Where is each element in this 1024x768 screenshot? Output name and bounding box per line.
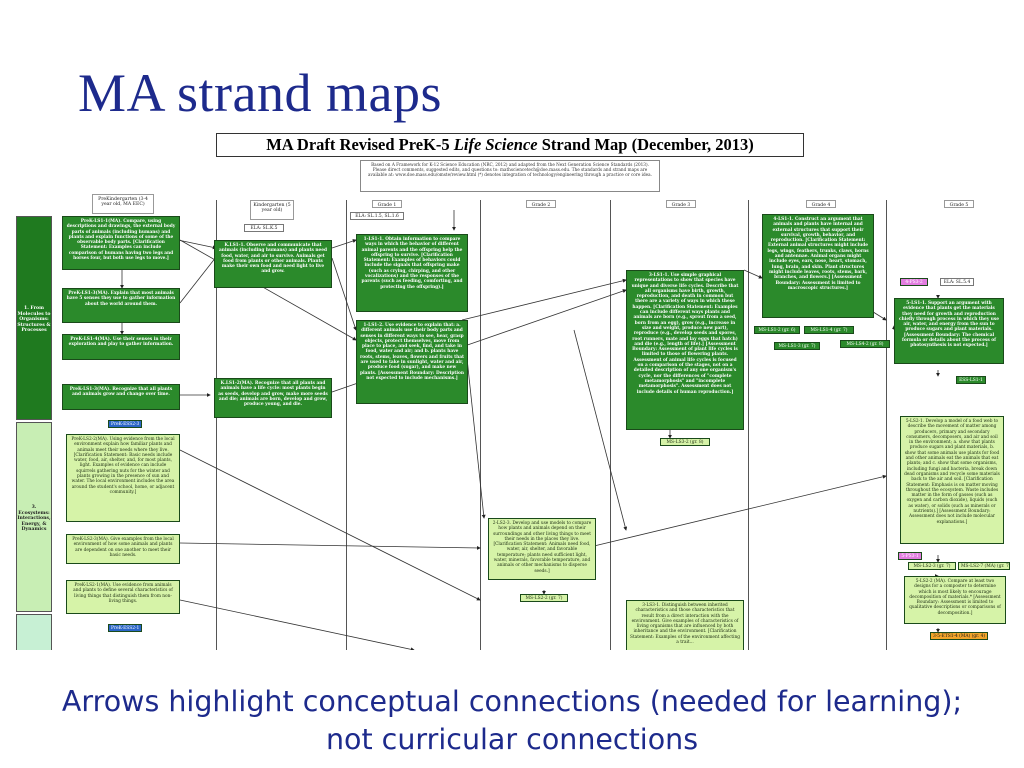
- column-label-g3: Grade 3: [666, 200, 696, 208]
- map-title-post: Strand Map (December, 2013): [537, 135, 754, 154]
- strand-label-1: 1. From Molecules to Organisms: Structur…: [16, 216, 52, 420]
- tag-ess-ls1-1: ESS-LS1-1: [956, 376, 986, 384]
- tag-5-ps3-1: 5-PS3-1: [898, 552, 922, 560]
- tag-prek-ess2-1: PreK-ESS2-1: [108, 624, 142, 632]
- column-label-prek: PreKindergarten (3-4 year old, MA EEC): [92, 194, 154, 214]
- column-divider: [610, 200, 611, 650]
- box-2-ls2-3: 2-LS2-3. Develop and use models to compa…: [488, 518, 596, 580]
- box-1-ls1-1: 1-LS1-1. Obtain information to compare w…: [356, 234, 468, 312]
- tag-3-5-ets1-4: 3-5-ETS1-4 (MA) (gr. 4): [930, 632, 988, 640]
- column-divider: [216, 200, 217, 650]
- arrow: [331, 239, 357, 249]
- box-4-ls1-1: 4-LS1-1. Construct an argument that anim…: [762, 214, 874, 318]
- arrow: [179, 449, 481, 601]
- column-label-g2: Grade 2: [526, 200, 556, 208]
- column-divider: [480, 200, 481, 650]
- box-3-ls3-1: 3-LS3-1. Distinguish between inherited c…: [626, 600, 744, 650]
- strand-label-3: 3. Ecosystems: Interactions, Energy, & D…: [16, 422, 52, 612]
- tag-ela-5: ELA: SL.5.4: [940, 278, 974, 286]
- arrow: [593, 474, 887, 547]
- arrow: [743, 269, 763, 279]
- column-divider: [748, 200, 749, 650]
- column-label-g1: Grade 1: [372, 200, 402, 208]
- box-prek-ls2-1: PreK-LS2-1(MA). Use evidence from animal…: [66, 580, 180, 614]
- column-label-g5: Grade 5: [944, 200, 974, 208]
- box-prek-ls1-4: PreK-LS1-4(MA). Use their senses in thei…: [62, 334, 180, 360]
- box-prek-ls1-3-growth: PreK-LS1-3(MA). Recognize that all plant…: [62, 384, 180, 410]
- tag-ms-ls2-2: MS-LS2-2 (gr. 7): [520, 594, 568, 602]
- column-divider: [886, 200, 887, 650]
- slide-title: MA strand maps: [78, 63, 442, 123]
- box-prek-ls1-1: PreK-LS1-1(MA). Compare, using descripti…: [62, 216, 180, 270]
- arrow: [331, 257, 357, 331]
- tag-ms-ls3-2: MS-LS3-2 (gr. 8): [660, 438, 710, 446]
- box-prek-ls1-3: PreK-LS1-3(MA). Explain that most animal…: [62, 288, 180, 323]
- map-intro: Based on A Framework for K-12 Science Ed…: [360, 160, 660, 192]
- map-title-italic: Life Science: [453, 135, 538, 154]
- box-3-ls1-1: 3-LS1-1. Use simple graphical representa…: [626, 270, 744, 430]
- box-prek-ls2-2: PreK-LS2-2(MA). Using evidence from the …: [66, 434, 180, 522]
- arrow: [179, 542, 481, 550]
- box-k-ls1-2: K.LS1-2(MA). Recognize that all plants a…: [214, 378, 332, 418]
- strand-label-4: [16, 614, 52, 650]
- tag-prek-ess2-3: PreK-ESS2-3: [108, 420, 142, 428]
- column-divider: [346, 200, 347, 650]
- tag-ms-ls1-4: MS-LS1-4 (gr. 7): [804, 326, 854, 334]
- box-5-ls2-1: 5-LS2-1. Develop a model of a food web t…: [900, 416, 1004, 544]
- tag-ela-1: ELA: SL.1.5, SL.1.6: [350, 212, 404, 220]
- tag-ms-ls4-2: MS-LS4-2 (gr. 8): [840, 340, 890, 348]
- tag-ms-ls1-3: MS-LS1-3 (gr. 7): [774, 342, 820, 350]
- box-prek-ls2-3: PreK-LS2-3(MA). Give examples from the l…: [66, 534, 180, 564]
- box-k-ls1-1: K.LS1-1. Observe and communicate that an…: [214, 240, 332, 288]
- map-title-pre: MA Draft Revised PreK-5: [266, 135, 454, 154]
- arrow: [573, 329, 628, 531]
- tag-ms-ls2-3: MS-LS2-3 (gr. 7): [908, 562, 956, 570]
- map-title: MA Draft Revised PreK-5 Life Science Str…: [216, 133, 804, 157]
- arrow: [461, 278, 627, 321]
- tag-ms-ls1-2: MS-LS1-2 (gr. 6): [754, 326, 800, 334]
- strand-map: MA Draft Revised PreK-5 Life Science Str…: [14, 130, 1010, 650]
- box-1-ls1-2: 1-LS1-2. Use evidence to explain that: a…: [356, 320, 468, 404]
- slide-caption: Arrows highlight conceptual connections …: [0, 683, 1024, 759]
- caption-line-1: Arrows highlight conceptual connections …: [61, 685, 963, 718]
- arrow: [177, 239, 217, 250]
- caption-line-2: not curricular connections: [325, 723, 699, 756]
- box-5-ls2-2: 5-LS2-2 (MA). Compare at least two desig…: [904, 576, 1006, 624]
- tag-ela-k: ELA: SL.K.5: [244, 224, 284, 232]
- tag-4-ps3-2: 4-PS3-2: [900, 278, 928, 286]
- column-label-k: Kindergarten (5 year old): [250, 200, 294, 220]
- box-5-ls1-1: 5-LS1-1. Support an argument with eviden…: [894, 298, 1004, 364]
- column-label-g4: Grade 4: [806, 200, 836, 208]
- tag-ms-ls2-7: MS-LS2-7 (MA) (gr. 7): [958, 562, 1010, 570]
